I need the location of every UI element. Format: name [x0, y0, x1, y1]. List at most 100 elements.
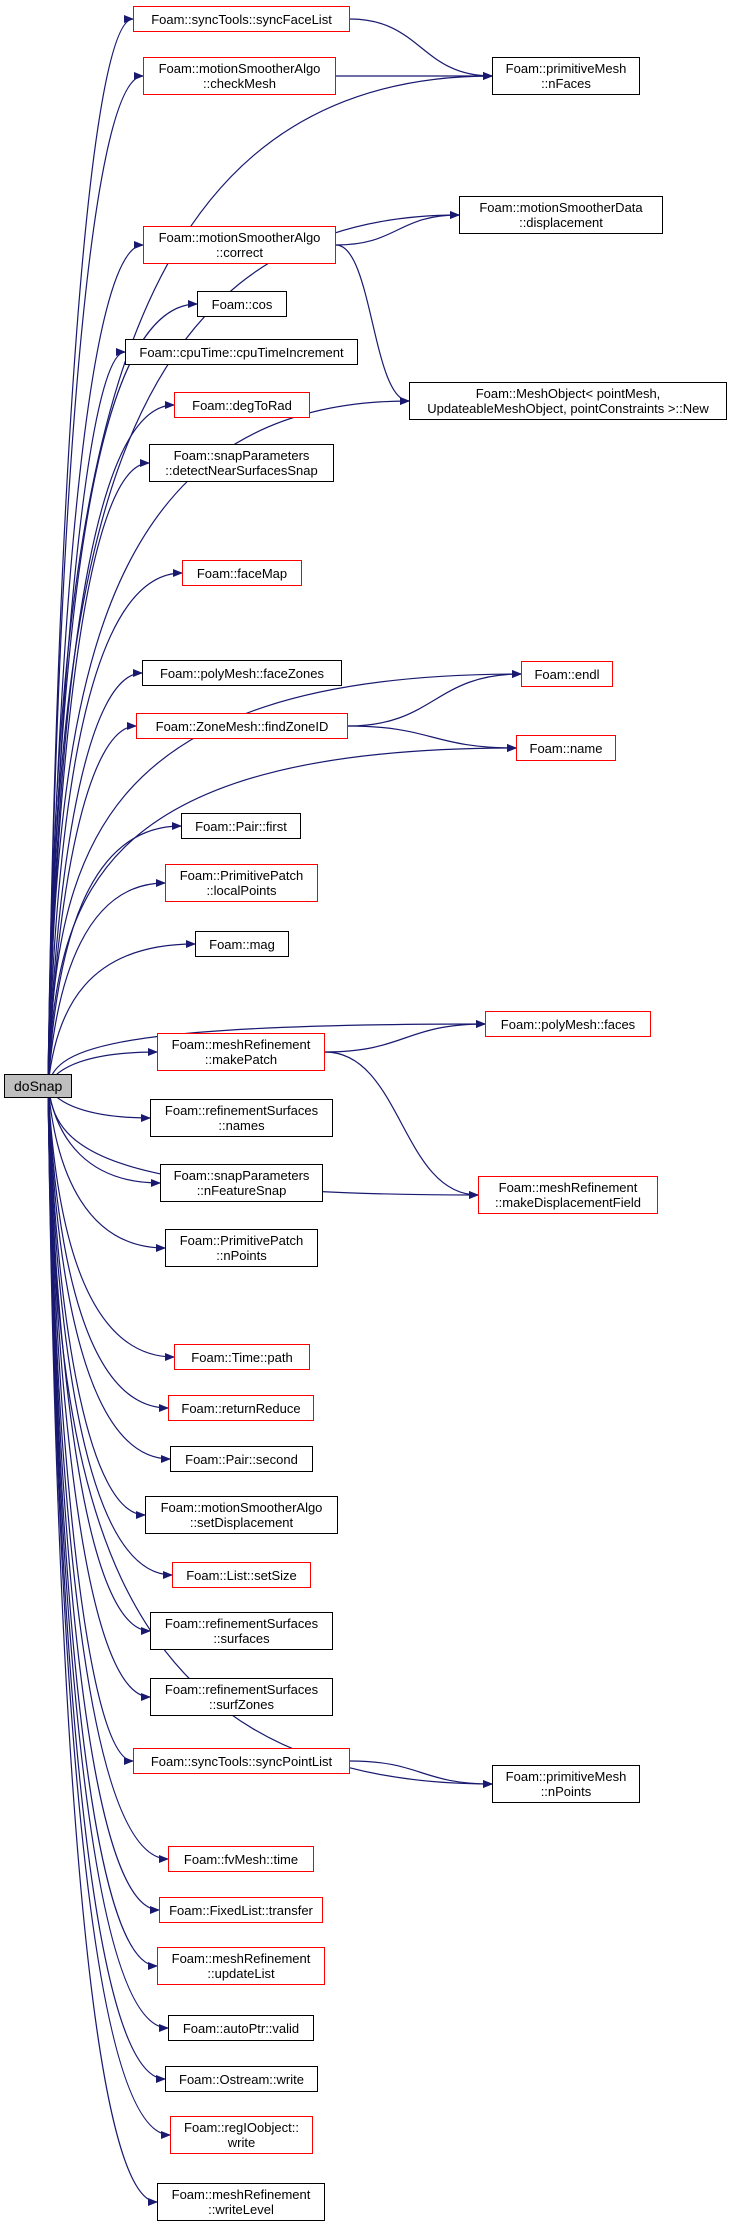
graph-node-ostream-write[interactable]: Foam::Ostream::write — [165, 2066, 318, 2092]
graph-node-valid[interactable]: Foam::autoPtr::valid — [168, 2015, 314, 2041]
graph-node-label: Foam::regIOobject:: write — [184, 2120, 299, 2150]
graph-node-update-list[interactable]: Foam::meshRefinement ::updateList — [157, 1947, 325, 1985]
graph-node-make-disp[interactable]: Foam::meshRefinement ::makeDisplacementF… — [478, 1176, 658, 1214]
edge-doSnap-to-name — [47, 744, 517, 1087]
edge-doSnap-to-meshObjectNew — [47, 397, 410, 1087]
graph-node-name[interactable]: Foam::name — [516, 735, 616, 761]
graph-node-sync-point-list[interactable]: Foam::syncTools::syncPointList — [133, 1748, 350, 1774]
graph-node-label: Foam::motionSmootherAlgo ::correct — [158, 230, 321, 260]
graph-node-label: Foam::autoPtr::valid — [182, 2020, 300, 2036]
graph-node-set-displacement[interactable]: Foam::motionSmootherAlgo ::setDisplaceme… — [145, 1496, 338, 1534]
graph-node-label: Foam::mag — [209, 936, 275, 952]
edge-doSnap-to-makeDisp — [47, 1085, 479, 1199]
graph-node-label: Foam::motionSmootherAlgo ::checkMesh — [158, 61, 321, 91]
edge-makePatch-to-makeDisp — [324, 1051, 479, 1199]
edge-doSnap-to-nPointsPatch — [47, 1085, 166, 1252]
graph-node-label: Foam::snapParameters ::nFeatureSnap — [173, 1168, 310, 1198]
graph-node-label: Foam::cpuTime::cpuTimeIncrement — [139, 344, 344, 360]
graph-node-label: Foam::returnReduce — [181, 1400, 301, 1416]
graph-node-write-level[interactable]: Foam::meshRefinement ::writeLevel — [157, 2183, 325, 2221]
graph-node-face-zones[interactable]: Foam::polyMesh::faceZones — [142, 660, 342, 686]
edge-doSnap-to-writeLevel — [47, 1085, 158, 2206]
edge-doSnap-to-first — [47, 822, 182, 1087]
graph-node-transfer[interactable]: Foam::FixedList::transfer — [159, 1897, 323, 1923]
graph-node-time[interactable]: Foam::fvMesh::time — [168, 1846, 314, 1872]
graph-node-label: Foam::refinementSurfaces ::names — [164, 1103, 319, 1133]
edge-syncFaceList-to-nFaces — [349, 18, 493, 80]
edge-doSnap-to-correct — [47, 241, 144, 1087]
graph-node-label: Foam::primitiveMesh ::nPoints — [505, 1769, 627, 1799]
graph-node-label: Foam::refinementSurfaces ::surfZones — [164, 1682, 319, 1712]
graph-node-label: Foam::motionSmootherData ::displacement — [479, 200, 643, 230]
graph-node-label: Foam::List::setSize — [186, 1567, 297, 1583]
graph-node-label: Foam::refinementSurfaces ::surfaces — [164, 1616, 319, 1646]
graph-node-detect-near[interactable]: Foam::snapParameters ::detectNearSurface… — [149, 444, 334, 482]
edge-doSnap-to-mag — [47, 940, 196, 1087]
graph-node-label: doSnap — [14, 1077, 63, 1094]
graph-node-label: Foam::degToRad — [192, 397, 292, 413]
graph-node-find-zone-id[interactable]: Foam::ZoneMesh::findZoneID — [136, 713, 348, 739]
graph-node-make-patch[interactable]: Foam::meshRefinement ::makePatch — [157, 1033, 325, 1071]
graph-node-label: Foam::fvMesh::time — [183, 1851, 299, 1867]
graph-node-names[interactable]: Foam::refinementSurfaces ::names — [150, 1099, 333, 1137]
graph-node-n-points-mesh[interactable]: Foam::primitiveMesh ::nPoints — [492, 1765, 640, 1803]
graph-node-faces[interactable]: Foam::polyMesh::faces — [485, 1011, 651, 1037]
graph-node-label: Foam::polyMesh::faceZones — [159, 665, 325, 681]
graph-node-label: Foam::meshRefinement ::makeDisplacementF… — [495, 1180, 641, 1210]
edge-makePatch-to-faces — [324, 1020, 486, 1053]
graph-node-local-points[interactable]: Foam::PrimitivePatch ::localPoints — [165, 864, 318, 902]
edge-correct-to-displacement — [335, 211, 460, 246]
graph-node-surf-zones[interactable]: Foam::refinementSurfaces ::surfZones — [150, 1678, 333, 1716]
graph-node-label: Foam::Time::path — [191, 1349, 293, 1365]
edge-doSnap-to-faceMap — [47, 569, 183, 1087]
graph-node-label: Foam::name — [529, 740, 603, 756]
edge-doSnap-to-path — [47, 1085, 175, 1361]
graph-node-label: Foam::Pair::first — [195, 818, 287, 834]
graph-node-label: Foam::cos — [211, 296, 273, 312]
graph-node-mesh-object-new[interactable]: Foam::MeshObject< pointMesh, UpdateableM… — [409, 382, 727, 420]
graph-node-endl[interactable]: Foam::endl — [521, 661, 613, 687]
graph-node-n-faces[interactable]: Foam::primitiveMesh ::nFaces — [492, 57, 640, 95]
graph-node-first[interactable]: Foam::Pair::first — [181, 813, 301, 839]
edge-doSnap-to-second — [47, 1085, 171, 1463]
edge-doSnap-to-cpuTime — [47, 348, 126, 1087]
graph-node-cos[interactable]: Foam::cos — [197, 291, 287, 317]
graph-node-displacement[interactable]: Foam::motionSmootherData ::displacement — [459, 196, 663, 234]
graph-node-deg-to-rad[interactable]: Foam::degToRad — [174, 392, 310, 418]
graph-node-label: Foam::faceMap — [196, 565, 288, 581]
graph-node-label: Foam::meshRefinement ::writeLevel — [171, 2187, 311, 2217]
graph-node-path[interactable]: Foam::Time::path — [174, 1344, 310, 1370]
graph-node-label: Foam::FixedList::transfer — [169, 1902, 313, 1918]
graph-node-surfaces[interactable]: Foam::refinementSurfaces ::surfaces — [150, 1612, 333, 1650]
graph-node-second[interactable]: Foam::Pair::second — [170, 1446, 313, 1472]
edge-doSnap-to-syncPointList — [47, 1085, 134, 1765]
graph-node-check-mesh[interactable]: Foam::motionSmootherAlgo ::checkMesh — [143, 57, 336, 95]
graph-node-label: Foam::PrimitivePatch ::nPoints — [179, 1233, 304, 1263]
graph-node-set-size[interactable]: Foam::List::setSize — [172, 1562, 311, 1588]
edge-doSnap-to-surfaces — [47, 1085, 151, 1635]
edge-doSnap-to-faces — [47, 1020, 486, 1087]
graph-node-mag[interactable]: Foam::mag — [195, 931, 289, 957]
graph-node-label: Foam::meshRefinement ::makePatch — [171, 1037, 311, 1067]
graph-node-cpu-time[interactable]: Foam::cpuTime::cpuTimeIncrement — [125, 339, 358, 365]
graph-node-label: Foam::Ostream::write — [179, 2071, 304, 2087]
graph-node-label: Foam::snapParameters ::detectNearSurface… — [165, 448, 318, 478]
edge-doSnap-to-time — [47, 1085, 169, 1863]
edge-doSnap-to-returnReduce — [47, 1085, 169, 1412]
edge-findZoneID-to-endl — [347, 670, 522, 727]
graph-node-sync-face-list[interactable]: Foam::syncTools::syncFaceList — [133, 6, 350, 32]
graph-node-label: Foam::ZoneMesh::findZoneID — [155, 718, 329, 734]
edge-doSnap-to-localPoints — [47, 879, 166, 1087]
graph-node-reg-ioobject-write[interactable]: Foam::regIOobject:: write — [170, 2116, 313, 2154]
graph-node-n-feature-snap[interactable]: Foam::snapParameters ::nFeatureSnap — [160, 1164, 323, 1202]
graph-node-label: Foam::PrimitivePatch ::localPoints — [179, 868, 304, 898]
edge-doSnap-to-checkMesh — [47, 72, 144, 1087]
edge-findZoneID-to-name — [347, 725, 517, 752]
graph-node-do-snap[interactable]: doSnap — [4, 1074, 72, 1098]
graph-node-label: Foam::syncTools::syncFaceList — [151, 11, 332, 27]
graph-node-correct[interactable]: Foam::motionSmootherAlgo ::correct — [143, 226, 336, 264]
graph-node-return-reduce[interactable]: Foam::returnReduce — [168, 1395, 314, 1421]
graph-node-face-map[interactable]: Foam::faceMap — [182, 560, 302, 586]
graph-node-n-points-patch[interactable]: Foam::PrimitivePatch ::nPoints — [165, 1229, 318, 1267]
